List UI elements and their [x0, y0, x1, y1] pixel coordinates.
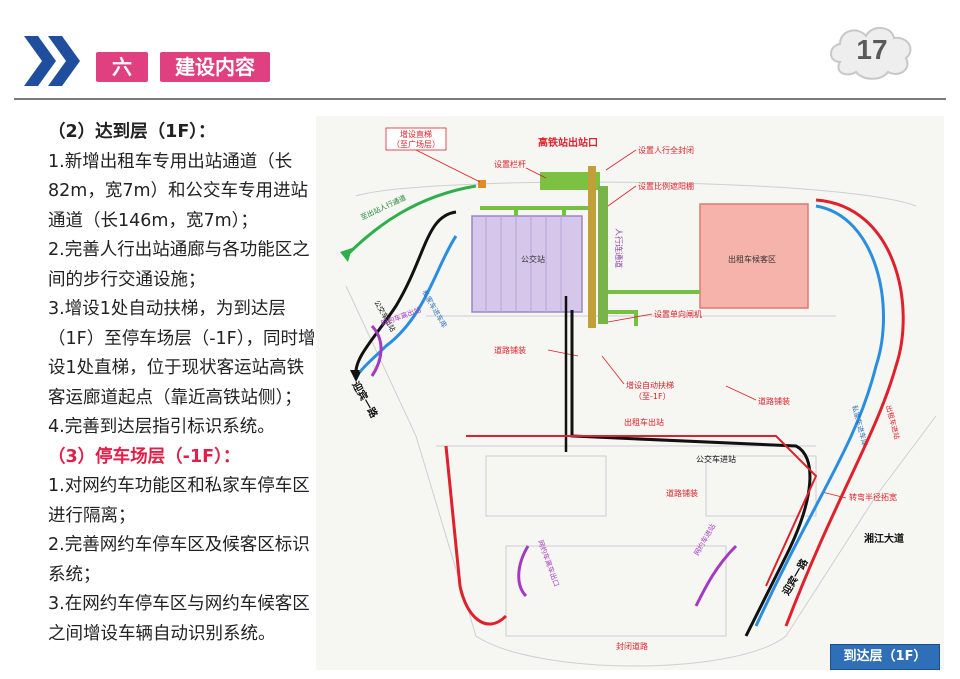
taxi-exit-route-west: [444, 445, 508, 626]
ridehail-exit-route-west: [370, 324, 383, 377]
taxi-waiting-area: [699, 203, 809, 309]
ridehail-exit-route-south: [517, 545, 530, 598]
hsr-exit-label: 高铁站出站口: [538, 136, 598, 149]
railing-label: 设置栏杆: [494, 159, 526, 169]
map-background: [316, 116, 944, 670]
paragraph-4: 4.完善到达层指引标识系统。: [48, 417, 275, 437]
hsr-exit-block: [540, 172, 600, 190]
paragraph-1: 1.新增出租车专用出站通道（长82m，宽7m）和公交车专用进站通道（长146m，…: [48, 151, 308, 231]
double-chevron-icon: [24, 36, 80, 86]
site-outline: [345, 181, 937, 667]
bus-entry-route: [570, 310, 812, 637]
ped-closed-label: 设置人行全封闭: [638, 145, 694, 155]
road-pave-label-3: 道路铺装: [666, 488, 698, 498]
turn-widen-label: 转弯半径拓宽: [849, 492, 897, 502]
callout-lines: [415, 149, 847, 499]
section-number: 六: [96, 52, 148, 82]
ped-corridor-green: [598, 186, 608, 324]
escalator-label: 增设自动扶梯: [626, 380, 674, 390]
taxi-entry-route: [784, 198, 905, 627]
content-text: （2）达到层（1F）： 1.新增出租车专用出站通道（长82m，宽7m）和公交车专…: [20, 118, 320, 649]
stair-label: 增设直梯: [400, 129, 432, 139]
map-caption: 到达层（1F）: [830, 644, 940, 670]
stair-sub-label: （至广场层）: [392, 139, 440, 149]
escalator-sub-label: （至-1F）: [634, 392, 671, 401]
ped-corridor-label: 人行连通道: [614, 228, 624, 268]
road-pave-label-1: 道路铺装: [494, 345, 526, 355]
header-divider: [14, 98, 946, 100]
bus-exit-arrow: [350, 370, 362, 382]
oneway-gate-label: 设置单向闸机: [654, 309, 702, 319]
road-pave-label-2: 道路铺装: [758, 396, 790, 406]
plaza-exit-route: [344, 184, 477, 258]
private-car-route-west: [358, 235, 458, 373]
cloud-badge-icon: [830, 27, 912, 80]
heading-arrival-level: （2）达到层（1F）：: [48, 122, 216, 142]
paragraph-6: 2.完善网约车停车区及候客区标识系统；: [48, 535, 310, 585]
bus-station-label: 公交站: [521, 254, 545, 264]
paragraph-5: 1.对网约车功能区和私家车停车区进行隔离；: [48, 476, 310, 526]
bus-station-hatch: [485, 216, 562, 312]
road-xiangjiang: 湘江大道: [864, 532, 904, 545]
taxi-waiting-label: 出租车候客区: [728, 254, 776, 264]
private-car-route-east: [754, 204, 885, 627]
page-number: 17: [856, 34, 888, 65]
heading-parking-level: （3）停车场层（-1F）：: [48, 446, 241, 467]
taxi-exit-label: 出租车出站: [624, 417, 664, 427]
closed-road-label: 封闭道路: [616, 641, 648, 651]
arrival-level-site-plan: 公交站 出租车候客区 增设直梯 （至广场层） 设置栏杆 设置人行全封闭 设置比例…: [316, 116, 944, 670]
bus-exit-route-west: [354, 210, 457, 373]
sunshade-label: 设置比例遮阳棚: [638, 181, 694, 191]
taxi-loop-route: [466, 435, 818, 587]
ridehail-entry-route: [694, 544, 738, 607]
stair-marker: [478, 180, 486, 188]
plaza-exit-arrow: [340, 248, 352, 262]
paragraph-3: 3.增设1处自动扶梯，为到达层（1F）至停车场层（-1F），同时增设1处直梯，位…: [48, 299, 316, 408]
ped-corridor-bar: [588, 166, 596, 328]
bus-station-area: [471, 215, 583, 313]
section-title: 建设内容: [160, 52, 270, 82]
bus-entry-label: 公交车进站: [696, 454, 736, 464]
paragraph-7: 3.在网约车停车区与网约车候客区之间增设车辆自动识别系统。: [48, 594, 310, 644]
slide-header: 六 建设内容 17: [0, 0, 960, 100]
paragraph-2: 2.完善人行出站通廊与各功能区之间的步行交通设施；: [48, 240, 310, 290]
